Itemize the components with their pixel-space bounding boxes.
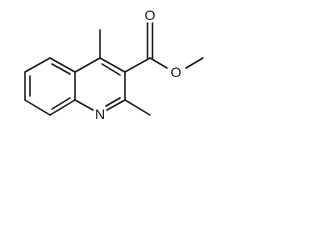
pyridine-ring: [74, 57, 126, 111]
double-bond-inner: [105, 97, 121, 107]
bond: [99, 57, 126, 73]
bond: [24, 57, 51, 73]
methyl-bond-bottom: [124, 99, 151, 116]
bond: [24, 99, 51, 116]
carbonyl-oxygen-label: O: [145, 7, 156, 23]
bond: [49, 57, 76, 73]
double-bond-inner: [51, 63, 71, 75]
bond: [74, 99, 94, 111]
chemical-structure-diagram: N O O: [24, 7, 204, 122]
ester-oxygen-label: O: [171, 64, 182, 80]
double-bond-inner: [101, 63, 121, 76]
nitrogen-atom-label: N: [95, 106, 105, 122]
bond: [124, 57, 151, 73]
bond: [185, 57, 204, 69]
bond: [149, 57, 168, 69]
bond: [49, 99, 76, 116]
methyl-ester-group: [124, 22, 204, 73]
benzene-ring: [24, 57, 76, 116]
double-bond-inner: [51, 97, 71, 110]
bond: [74, 57, 101, 73]
bond: [106, 99, 126, 111]
